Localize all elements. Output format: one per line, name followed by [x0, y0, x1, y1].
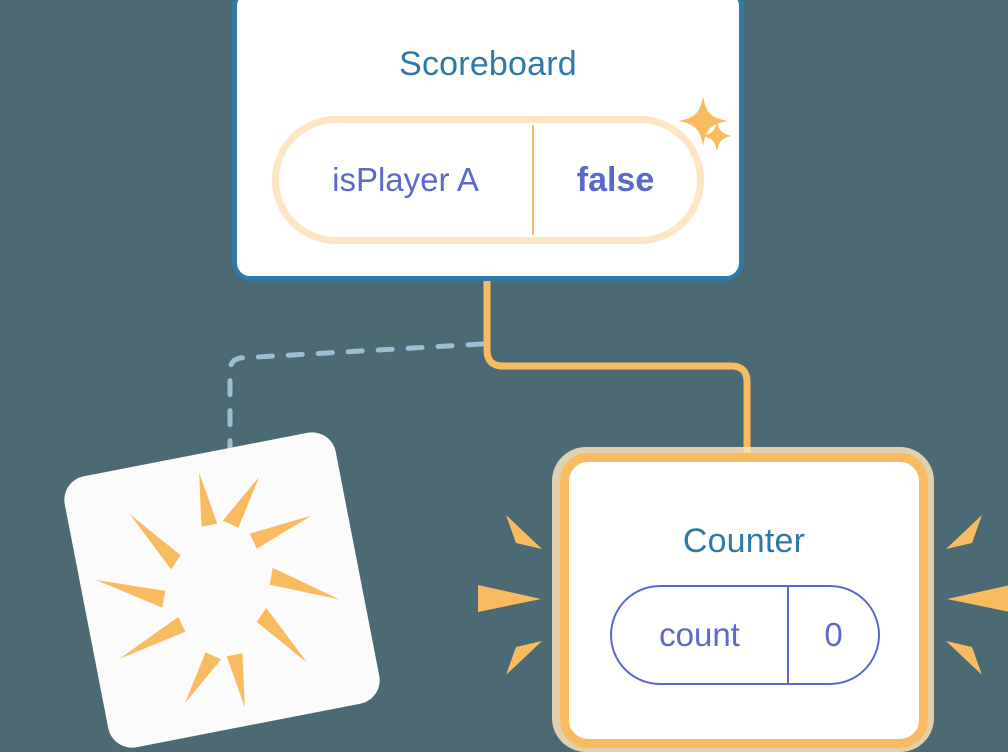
counter-pill-divider	[787, 587, 789, 683]
sparkle-icon	[702, 121, 732, 151]
sparkle-icon	[678, 96, 728, 146]
scoreboard-title: Scoreboard	[399, 45, 577, 83]
scoreboard-state-pill[interactable]: isPlayer A false	[279, 123, 697, 237]
counter-state-value: 0	[824, 616, 843, 653]
counter-state-key: count	[659, 616, 740, 653]
ray-left-mid	[478, 585, 541, 612]
ray-right-bottom	[946, 641, 982, 675]
counter-state-pill[interactable]: count 0	[610, 585, 880, 685]
ray-left-bottom	[506, 641, 542, 675]
ray-right-top	[946, 515, 982, 549]
scoreboard-state-key: isPlayer A	[332, 161, 479, 198]
scoreboard-pill-divider	[532, 125, 534, 235]
scoreboard-state-pill-wrapper[interactable]: isPlayer A false	[272, 116, 704, 244]
ray-right-mid	[947, 585, 1008, 612]
counter-title: Counter	[682, 522, 806, 560]
burst-rays-icon	[95, 472, 341, 708]
scoreboard-state-value: false	[576, 160, 655, 199]
ray-left-top	[506, 515, 542, 549]
